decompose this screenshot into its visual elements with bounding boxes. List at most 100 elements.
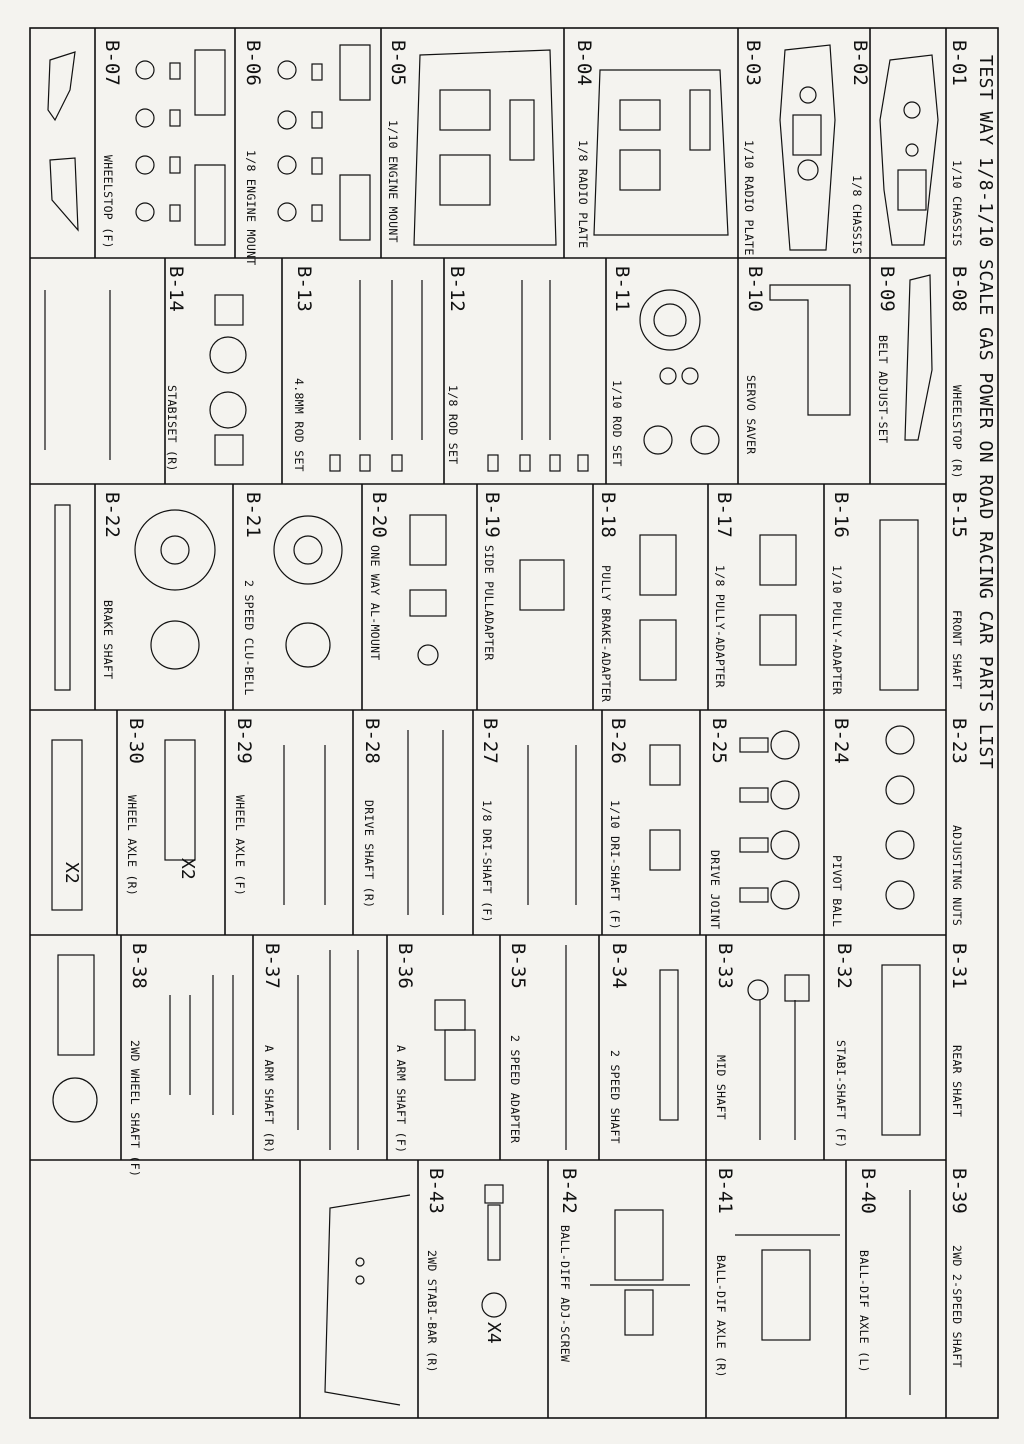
part-name: 1/8 PULLY-ADAPTER	[713, 565, 727, 688]
part-code: B-21	[242, 492, 264, 538]
2wd-wheel-shaft-drawing	[52, 954, 98, 1123]
part-name: 1/8 DRI-SHAFT (F)	[480, 800, 494, 923]
part-name: 1/10 CHASSIS	[950, 160, 964, 247]
part-code: B-18	[597, 492, 619, 538]
ball-diff-adj-screw-drawing	[481, 1184, 507, 1318]
part-code: B-22	[101, 492, 123, 538]
part-code: B-15	[948, 492, 970, 538]
part-code: B-12	[446, 266, 468, 312]
engine-mount-1-10-drawing	[339, 44, 371, 241]
part-code: B-13	[293, 266, 315, 312]
part-name: A ARM SHAFT (F)	[394, 1045, 408, 1154]
part-name: WHEEL AXLE (R)	[125, 795, 139, 897]
pully-adapter-drawings	[409, 514, 797, 681]
part-name: PULLY BRAKE-ADAPTER	[599, 565, 613, 703]
part-code: B-16	[830, 492, 852, 538]
part-name: 4.8MM ROD SET	[292, 378, 306, 472]
one-way-mount-drawing	[134, 509, 216, 670]
part-code: B-20	[368, 492, 390, 538]
part-name: BRAKE SHAFT	[101, 600, 115, 680]
part-name: BELT ADJUST-SET	[876, 335, 890, 444]
part-code: B-27	[479, 718, 501, 764]
part-name: ADJUSTING NUTS	[950, 825, 964, 927]
part-name: WHEELSTOP (R)	[950, 385, 964, 479]
part-name: ONE WAY AL-MOUNT	[368, 545, 382, 661]
part-name: WHEEL AXLE (F)	[233, 795, 247, 897]
part-code: B-02	[849, 40, 871, 86]
part-code: B-06	[242, 40, 264, 86]
belt-adjust-drawing	[769, 284, 851, 416]
part-name: 2 SPEED ADAPTER	[508, 1035, 522, 1144]
part-name: SIDE PULLADAPTER	[482, 545, 496, 661]
part-code: B-35	[507, 943, 529, 989]
part-code: B-19	[481, 492, 503, 538]
qty-b42: X4	[483, 1322, 504, 1344]
part-code: B-40	[857, 1168, 879, 1214]
part-code: B-26	[607, 718, 629, 764]
part-code: B-10	[744, 266, 766, 312]
part-name: 1/10 PULLY-ADAPTER	[830, 565, 844, 696]
part-name: FRONT SHAFT	[950, 610, 964, 690]
part-name: SERVO SAVER	[744, 375, 758, 455]
part-code: B-34	[608, 943, 630, 989]
two-speed-adapter-drawing	[434, 999, 476, 1081]
part-name: 1/8 ROD SET	[446, 385, 460, 465]
part-name: 1/8 ENGINE MOUNT	[244, 150, 258, 266]
drive-shafts-drawing	[283, 730, 577, 915]
stabi-shaft-drawing	[747, 974, 810, 1140]
wheel-axle-f-drawing	[164, 739, 196, 861]
part-name: BALL-DIF AXLE (R)	[714, 1255, 728, 1378]
a-arm-shafts-drawing	[169, 950, 359, 1150]
part-code: B-37	[261, 943, 283, 989]
part-name: DRIVE JOINT	[708, 850, 722, 930]
pivot-ball-drawing	[739, 730, 800, 910]
part-code: B-17	[713, 492, 735, 538]
part-code: B-42	[558, 1168, 580, 1214]
stabiset-drawing	[44, 290, 247, 466]
part-name: BALL-DIFF ADJ-SCREW	[558, 1225, 572, 1363]
part-code: B-36	[394, 943, 416, 989]
part-code: B-25	[708, 718, 730, 764]
wheel-axle-r-drawing	[51, 739, 83, 911]
part-code: B-41	[714, 1168, 736, 1214]
part-code: B-43	[425, 1168, 447, 1214]
part-code: B-32	[833, 943, 855, 989]
part-code: B-33	[714, 943, 736, 989]
part-name: 1/10 DRI-SHAFT (F)	[608, 800, 622, 931]
part-code: B-39	[948, 1168, 970, 1214]
part-name: BALL-DIF AXLE (L)	[857, 1250, 871, 1373]
part-name: 1/8 CHASSIS	[850, 175, 864, 255]
front-shaft-drawing	[879, 519, 919, 691]
part-code: B-28	[361, 718, 383, 764]
part-code: B-09	[876, 266, 898, 312]
part-code: B-30	[125, 718, 147, 764]
part-name: 2WD 2-SPEED SHAFT	[950, 1245, 964, 1368]
part-code: B-14	[165, 266, 187, 312]
part-code: B-01	[948, 40, 970, 86]
part-name: 1/10 RADIO PLATE	[742, 140, 756, 256]
part-name: MID SHAFT	[714, 1055, 728, 1121]
servo-saver-drawing	[639, 289, 720, 455]
part-name: 1/10 ROD SET	[610, 380, 624, 467]
part-code: B-38	[128, 943, 150, 989]
part-code: B-07	[101, 40, 123, 86]
part-name: 2WD STABI-BAR (R)	[425, 1250, 439, 1373]
part-name: 2 SPEED SHAFT	[608, 1050, 622, 1144]
rear-shaft-drawing	[881, 964, 921, 1136]
part-name: 2 SPEED CLU-BELL	[242, 580, 256, 696]
part-code: B-29	[233, 718, 255, 764]
radio-plate-1-10-drawing	[593, 69, 729, 236]
wheelstop-r-drawing	[904, 274, 933, 441]
part-name: PIVOT BALL	[830, 855, 844, 928]
2wd-stabi-bar-drawing	[324, 1194, 411, 1406]
part-code: B-03	[742, 40, 764, 86]
mid-shaft-drawing	[659, 969, 679, 1121]
qty-b29: X2	[177, 858, 198, 880]
engine-mount-1-8-drawing	[194, 49, 226, 246]
brake-shaft-drawing	[54, 504, 71, 691]
part-name: REAR SHAFT	[950, 1045, 964, 1118]
part-code: B-05	[387, 40, 409, 86]
